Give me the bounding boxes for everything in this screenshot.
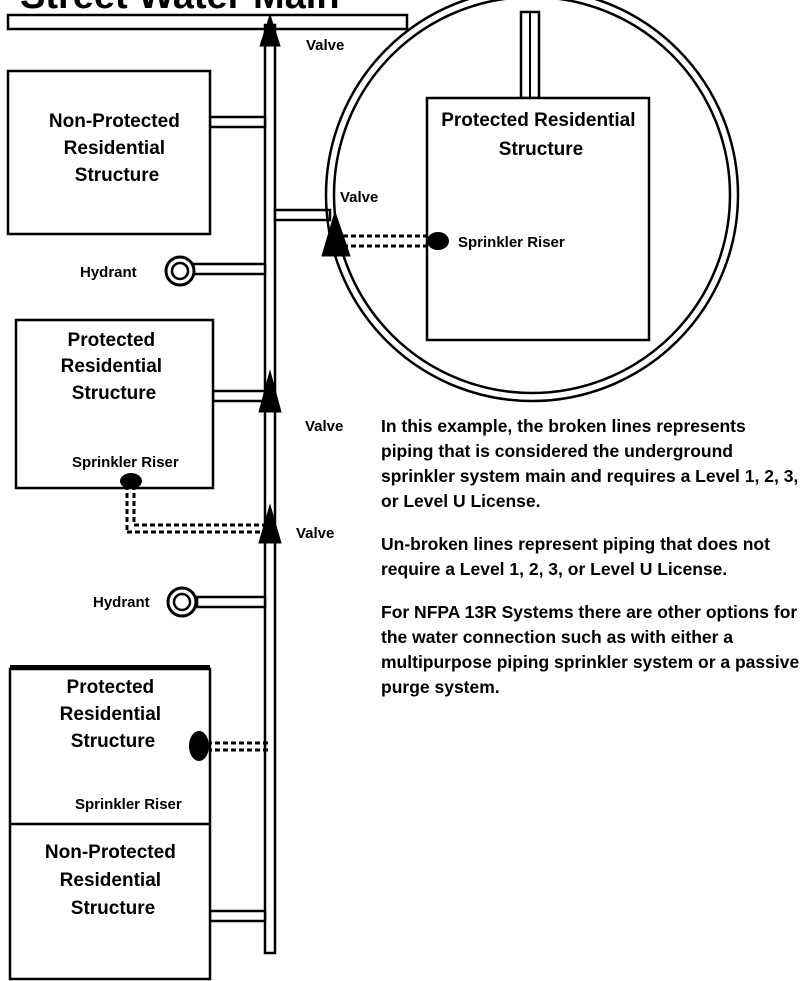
sprinkler-main-protected-2 [207, 741, 268, 752]
valve-icon [258, 503, 282, 544]
hydrant-2 [166, 586, 198, 618]
sprinkler-riser-2 [189, 731, 209, 761]
branch-pipe-hydrant-1 [186, 262, 267, 276]
svg-text:Protected Residential: Protected Residential Structure [60, 677, 167, 752]
structure-label-line: Residential [64, 138, 165, 159]
structure-label-line: Protected [68, 330, 156, 351]
svg-text:Protected Residential Stru: Protected Residential Structure [441, 110, 641, 160]
explanation-notes: In this example, the broken lines repres… [381, 414, 801, 718]
valve-label-protected-1: Valve [305, 418, 343, 435]
sprinkler-riser-label-detail: Sprinkler Riser [458, 234, 565, 251]
sprinkler-riser-label-1: Sprinkler Riser [72, 454, 179, 471]
structure-label-line: Structure [72, 383, 156, 404]
protected-structure-middle [14, 318, 215, 490]
branch-pipe-top-structure [208, 115, 267, 129]
structure-label-line: Residential [60, 704, 161, 725]
branch-pipe-detail [273, 208, 332, 222]
sprinkler-riser-detail [427, 232, 449, 250]
svg-text:Non-Protected Residential: Non-Protected Residential Structure [49, 111, 185, 186]
svg-text:Protected Residential: Protected Residential Structure [61, 330, 168, 404]
structure-label-line: Residential [60, 870, 161, 891]
non-protected-structure-top [6, 69, 212, 236]
hydrant-label-2: Hydrant [93, 594, 150, 611]
valve-label-sprinkler-1: Valve [296, 525, 334, 542]
valve-icon [258, 369, 282, 413]
structure-label-line: Structure [499, 139, 583, 160]
note-nfpa-13r: For NFPA 13R Systems there are other opt… [381, 602, 800, 697]
sprinkler-riser-label-2: Sprinkler Riser [75, 796, 182, 813]
diagram-title: Street Water Main [20, 0, 340, 17]
structure-label-line: Structure [71, 898, 155, 919]
structure-label-line: Non-Protected [49, 111, 180, 132]
street-water-main [6, 13, 409, 31]
hydrant-icon [172, 592, 192, 612]
structure-label-line: Non-Protected [45, 842, 176, 863]
structure-label-line: Protected Residential [441, 110, 635, 131]
valve-label-main: Valve [306, 37, 344, 54]
broken-sprinkler-pipes [125, 234, 435, 752]
sprinkler-main-protected-1 [125, 485, 268, 534]
note-broken-lines: In this example, the broken lines repres… [381, 416, 799, 511]
hydrant-icon [170, 261, 190, 281]
branch-pipe-bottom-structure [208, 909, 267, 923]
detail-protected-structure [425, 96, 651, 342]
sprinkler-main-detail [343, 234, 435, 248]
svg-text:Non-Protected Residential: Non-Protected Residential Structure [45, 842, 181, 919]
detail-circle [324, 0, 740, 403]
branch-pipe-hydrant-2 [195, 595, 267, 609]
vertical-supply-main [263, 23, 277, 955]
valve-icon [259, 13, 281, 47]
valves [258, 13, 351, 544]
sprinkler-riser-1 [120, 473, 142, 489]
structure-label-line: Structure [71, 731, 155, 752]
structure-label-line: Structure [75, 165, 159, 186]
hydrant-1 [164, 255, 196, 287]
note-unbroken-lines: Un-broken lines represent piping that do… [381, 534, 770, 579]
structure-label-line: Protected [67, 677, 155, 698]
branch-pipe-protected-1 [211, 389, 267, 403]
hydrant-label-1: Hydrant [80, 264, 137, 281]
structure-label-line: Residential [61, 356, 162, 377]
valve-label-detail: Valve [340, 189, 378, 206]
